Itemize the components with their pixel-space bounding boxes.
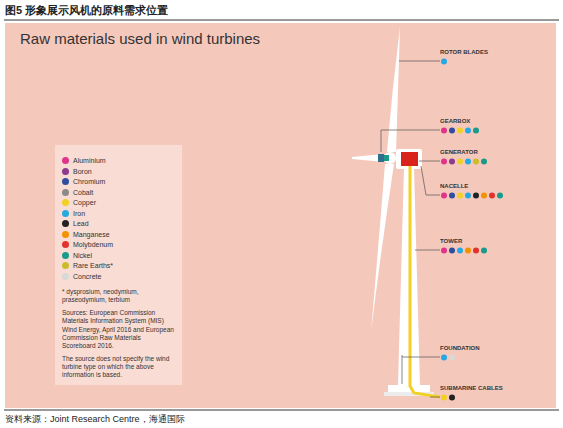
- material-dot: [465, 159, 471, 165]
- background-panel: [5, 23, 556, 408]
- legend-swatch: [62, 231, 69, 238]
- legend-label: Lead: [73, 219, 89, 228]
- generator-shape: [401, 152, 418, 166]
- rotor-blade: [387, 27, 400, 152]
- material-dot: [449, 248, 455, 254]
- part-label: ROTOR BLADES: [440, 49, 550, 57]
- legend-swatch: [62, 178, 69, 185]
- material-dot: [449, 159, 455, 165]
- material-dot: [473, 248, 479, 254]
- legend-label: Chromium: [73, 177, 105, 186]
- material-dot: [489, 193, 495, 199]
- part-label: GENERATOR: [440, 149, 550, 157]
- part-label: SUBMARINE CABLES: [440, 385, 550, 393]
- rotor-blade: [352, 154, 384, 162]
- disclaimer-note: The source does not specify the wind tur…: [62, 355, 174, 379]
- material-dot: [481, 193, 487, 199]
- material-dot: [465, 128, 471, 134]
- material-dot: [497, 193, 503, 199]
- material-dot: [441, 128, 447, 134]
- rotor-blade: [371, 164, 394, 332]
- legend-label: Concrete: [73, 272, 101, 281]
- part-label: GEARBOX: [440, 118, 550, 126]
- material-dot: [441, 159, 447, 165]
- material-dot: [473, 128, 479, 134]
- footer-rule: [4, 410, 559, 411]
- material-dot: [457, 159, 463, 165]
- legend-swatch: [62, 220, 69, 227]
- legend-swatch: [62, 252, 69, 259]
- legend-label: Cobalt: [73, 188, 93, 197]
- panel-heading: Raw materials used in wind turbines: [20, 30, 360, 49]
- source-caption: 资料来源：Joint Research Centre，海通国际: [5, 413, 185, 426]
- leader-line: [415, 250, 440, 251]
- header-rule: [4, 20, 559, 21]
- source-note: Sources: European Commission Materials I…: [62, 309, 174, 350]
- legend-label: Iron: [73, 209, 85, 218]
- material-dot: [465, 248, 471, 254]
- leader-line: [399, 61, 440, 62]
- material-dot: [449, 395, 455, 401]
- legend-label: Boron: [73, 167, 92, 176]
- gearbox-shape: [384, 155, 389, 161]
- material-dot: [449, 128, 455, 134]
- footnote: * dysprosium, neodymium, praseodymium, t…: [62, 288, 174, 304]
- leader-line: [430, 397, 440, 398]
- leader-line: [381, 130, 440, 152]
- legend-label: Manganese: [73, 230, 110, 239]
- material-dot: [473, 193, 479, 199]
- material-dot: [441, 193, 447, 199]
- leader-line: [419, 161, 440, 162]
- figure-title: 图5 形象展示风机的原料需求位置: [5, 3, 168, 18]
- legend-swatch: [62, 262, 69, 269]
- gearbox-shape: [378, 154, 384, 162]
- legend-swatch: [62, 241, 69, 248]
- material-dot: [441, 355, 447, 361]
- part-label: FOUNDATION: [440, 345, 550, 353]
- legend-label: Copper: [73, 198, 96, 207]
- cable-shape: [410, 166, 440, 397]
- material-dot: [457, 193, 463, 199]
- material-dot: [481, 248, 487, 254]
- hub-shape: [384, 152, 396, 164]
- material-dot: [441, 248, 447, 254]
- legend-swatch: [62, 273, 69, 280]
- legend-swatch: [62, 189, 69, 196]
- material-dot: [481, 159, 487, 165]
- material-dot: [441, 59, 447, 65]
- material-dot: [449, 355, 455, 361]
- legend-label: Rare Earths*: [73, 261, 113, 270]
- legend-label: Molybdenum: [73, 240, 113, 249]
- leader-line: [421, 166, 440, 195]
- legend-label: Aluminium: [73, 156, 106, 165]
- part-label: NACELLE: [440, 183, 550, 191]
- part-label: TOWER: [440, 238, 550, 246]
- material-dot: [473, 159, 479, 165]
- material-dot: [441, 395, 447, 401]
- legend-swatch: [62, 210, 69, 217]
- legend-swatch: [62, 199, 69, 206]
- legend-label: Nickel: [73, 251, 92, 260]
- material-dot: [449, 193, 455, 199]
- legend-swatch: [62, 157, 69, 164]
- leader-line: [402, 357, 440, 358]
- material-dot: [457, 128, 463, 134]
- legend-swatch: [62, 168, 69, 175]
- leader-line: [402, 355, 403, 384]
- material-dot: [465, 193, 471, 199]
- material-dot: [457, 248, 463, 254]
